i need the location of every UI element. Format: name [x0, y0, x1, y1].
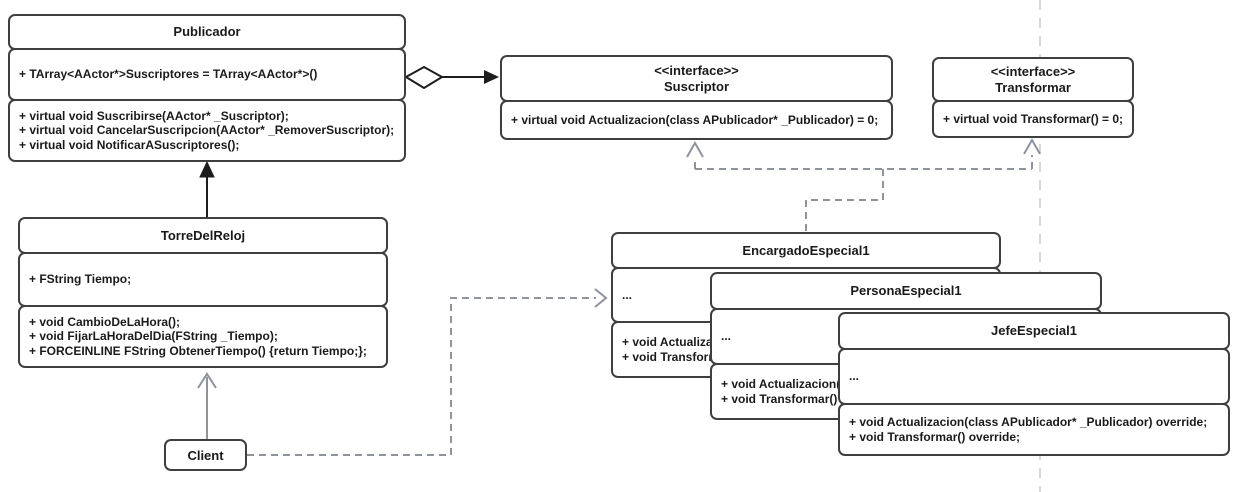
interface-title: <<interface>> Suscriptor: [500, 55, 893, 102]
interface-title-label: Suscriptor: [663, 78, 729, 94]
arrow-publicador-to-suscriptor: [404, 65, 499, 90]
method-line: + virtual void CancelarSuscripcion(AActo…: [19, 123, 395, 138]
interface-title-label: Transformar: [995, 79, 1071, 95]
class-title: PersonaEspecial1: [710, 272, 1102, 310]
interface-transformar: <<interface>> Transformar + virtual void…: [932, 57, 1134, 138]
attribute-line: + FString Tiempo;: [29, 272, 132, 287]
client-node: Client: [164, 439, 247, 471]
class-title-label: EncargadoEspecial1: [742, 242, 870, 258]
class-methods-section: + void Actualizacion(class APublicador* …: [838, 403, 1230, 456]
class-title: EncargadoEspecial1: [611, 232, 1001, 269]
class-title: Publicador: [8, 14, 406, 50]
method-line: + void CambioDeLaHora();: [29, 314, 181, 329]
class-methods-section: + void CambioDeLaHora(); + void FijarLaH…: [18, 305, 388, 368]
class-attributes-section: + FString Tiempo;: [18, 252, 388, 307]
class-title-label: TorreDelReloj: [160, 227, 246, 243]
method-line: + virtual void Suscribirse(AActor* _Susc…: [19, 108, 289, 123]
interface-title: <<interface>> Transformar: [932, 57, 1134, 102]
method-line: + FORCEINLINE FString ObtenerTiempo() {r…: [29, 343, 367, 358]
method-line: + void Actualizacion(class APublicador* …: [849, 414, 1208, 429]
method-line: + virtual void Transformar() = 0;: [943, 111, 1124, 126]
arrow-client-to-encargado: [247, 288, 608, 456]
interface-suscriptor: <<interface>> Suscriptor + virtual void …: [500, 55, 893, 140]
attribute-line: ...: [622, 287, 633, 302]
class-torre-del-reloj: TorreDelReloj + FString Tiempo; + void C…: [18, 217, 388, 368]
method-line: + void Transformar() override;: [849, 429, 1021, 444]
interface-methods-section: + virtual void Transformar() = 0;: [932, 100, 1134, 138]
class-title-label: JefeEspecial1: [990, 323, 1077, 338]
method-line: + void FijarLaHoraDelDia(FString _Tiempo…: [29, 329, 278, 344]
class-attributes-section: + TArray<AActor*>Suscriptores = TArray<A…: [8, 48, 406, 101]
method-line: + virtual void NotificarASuscriptores();: [19, 137, 240, 152]
attribute-line: ...: [721, 329, 732, 344]
arrow-torre-to-publicador: [199, 160, 215, 217]
stereotype-label: <<interface>>: [990, 63, 1076, 79]
aggregation-diamond: [404, 65, 444, 90]
class-methods-section: + virtual void Suscribirse(AActor* _Susc…: [8, 99, 406, 162]
stereotype-label: <<interface>>: [654, 62, 739, 78]
attribute-line: ...: [849, 369, 860, 384]
class-title-label: PersonaEspecial1: [850, 283, 962, 298]
class-title: TorreDelReloj: [18, 217, 388, 254]
method-line: + virtual void Actualizacion(class APubl…: [511, 112, 879, 127]
class-publicador: Publicador + TArray<AActor*>Suscriptores…: [8, 14, 406, 162]
class-title: JefeEspecial1: [838, 312, 1230, 350]
class-attributes-section: ...: [838, 348, 1230, 405]
client-label: Client: [187, 447, 224, 463]
class-jefe-especial1: JefeEspecial1 ... + void Actualizacion(c…: [838, 312, 1230, 456]
arrow-client-to-torre: [197, 372, 217, 439]
interface-methods-section: + virtual void Actualizacion(class APubl…: [500, 100, 893, 140]
attribute-line: + TArray<AActor*>Suscriptores = TArray<A…: [19, 67, 318, 82]
arrow-encargado-to-interfaces: [686, 137, 1041, 231]
class-title-label: Publicador: [173, 24, 241, 39]
